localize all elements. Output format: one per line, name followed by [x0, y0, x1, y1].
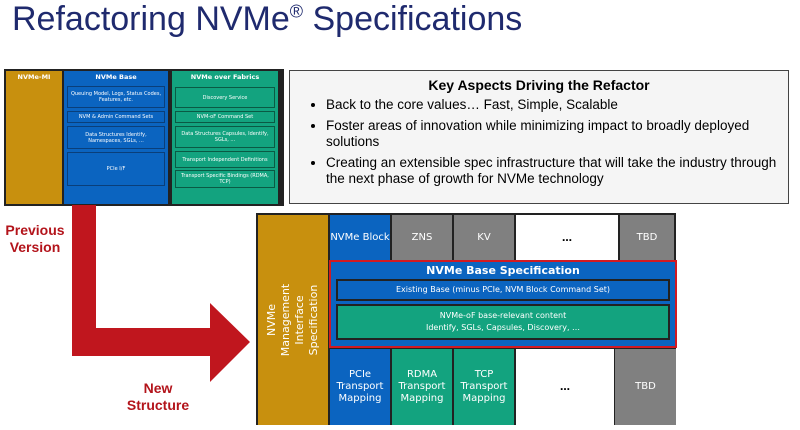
top-more: … — [516, 215, 618, 261]
bottom-tcp: TCP Transport Mapping — [454, 349, 514, 425]
new-nvme-mi: NVMe Management Interface Specification — [258, 215, 328, 425]
top-nvme-block: NVMe Block — [330, 215, 390, 261]
old-fabrics-item: Data Structures Capsules, Identify, SGLs… — [175, 126, 275, 148]
key-bullet: Back to the core values… Fast, Simple, S… — [326, 97, 788, 113]
old-fabrics-item: NVM-oF Command Set — [175, 111, 275, 123]
previous-version-label: Previous Version — [5, 222, 65, 255]
key-aspects-box: Key Aspects Driving the Refactor Back to… — [289, 70, 789, 204]
key-bullet: Foster areas of innovation while minimiz… — [326, 118, 788, 150]
old-fabrics-item: Discovery Service — [175, 87, 275, 108]
old-base-item: NVM & Admin Command Sets — [67, 111, 165, 123]
old-base-item: Queuing Model, Logs, Status Codes, Featu… — [67, 86, 165, 108]
old-base-title: NVMe Base — [95, 73, 137, 81]
old-fabrics-item: Transport Specific Bindings (RDMA, TCP) — [175, 170, 275, 188]
bottom-rdma: RDMA Transport Mapping — [392, 349, 452, 425]
base-spec-title: NVMe Base Specification — [426, 264, 580, 277]
nvmeof-line: NVMe-oF base-relevant content — [439, 311, 567, 320]
new-structure-label: New Structure — [126, 380, 190, 413]
nvmeof-line: Identify, SGLs, Capsules, Discovery, … — [425, 323, 581, 332]
bottom-tbd: TBD — [615, 349, 676, 425]
old-fabrics-title: NVMe over Fabrics — [190, 73, 260, 81]
key-aspects-title: Key Aspects Driving the Refactor — [428, 77, 650, 93]
old-base-item: Data Structures Identify, Namespaces, SG… — [67, 126, 165, 149]
key-bullet: Creating an extensible spec infrastructu… — [326, 155, 788, 187]
slide-title: Refactoring NVMe® Specifications — [12, 0, 523, 38]
old-fabrics-item: Transport Independent Definitions — [175, 151, 275, 168]
old-nvme-mi: NVMe-MI — [6, 71, 62, 204]
transition-arrow-icon — [72, 205, 250, 382]
old-base-item: PCIe I/F — [67, 152, 165, 186]
top-zns: ZNS — [392, 215, 452, 261]
nvmeof-content: NVMe-oF base-relevant content Identify, … — [336, 304, 670, 340]
bottom-more: … — [516, 349, 614, 425]
top-tbd: TBD — [620, 215, 674, 261]
bottom-pcie: PCIe Transport Mapping — [330, 349, 390, 425]
top-kv: KV — [454, 215, 514, 261]
existing-base: Existing Base (minus PCIe, NVM Block Com… — [336, 279, 670, 301]
